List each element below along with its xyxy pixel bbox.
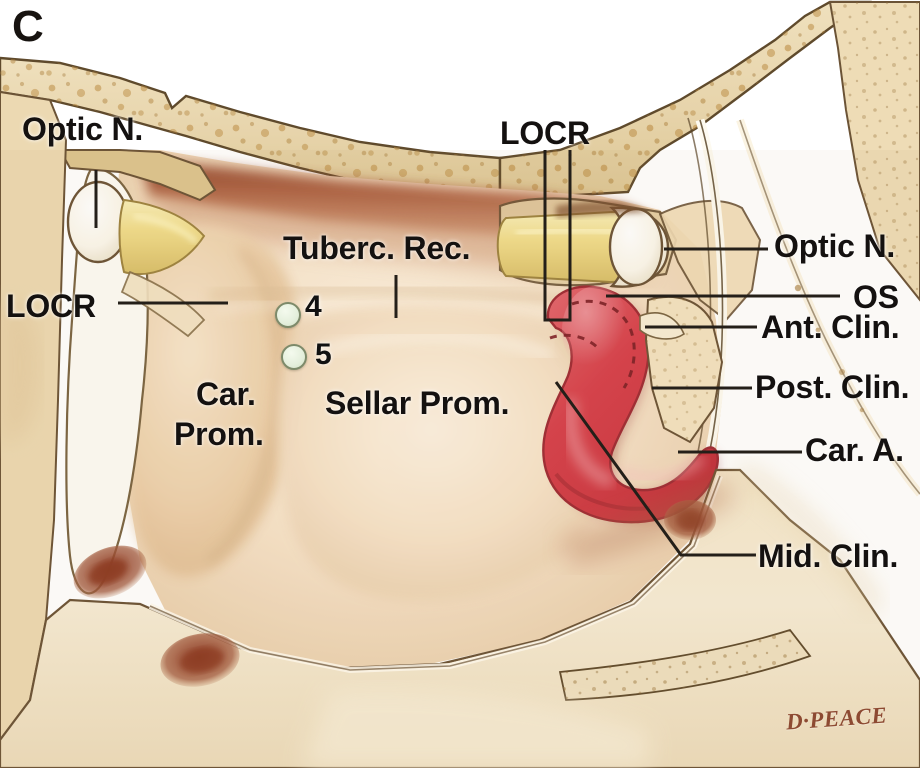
panel-id: C: [12, 2, 44, 51]
label-locr-top: LOCR: [500, 115, 590, 151]
marker-label-5: 5: [315, 338, 332, 371]
bone-mass-right: [828, 1, 920, 302]
cancellous-bone-right: [498, 0, 872, 198]
label-locr-left: LOCR: [6, 288, 96, 324]
label-os: OS: [853, 279, 899, 315]
label-tuberc-rec: Tuberc. Rec.: [283, 230, 471, 266]
label-car-prom-line1: Car.: [196, 376, 256, 412]
optic-nerve-left: [58, 149, 217, 595]
optic-carotid-recess-right: [658, 117, 762, 453]
marker-circle-4: [275, 302, 301, 328]
label-optic-n-left: Optic N.: [22, 111, 144, 147]
floor-shading: [560, 476, 736, 566]
label-ant-clin: Ant. Clin.: [761, 309, 900, 345]
marker-label-4: 4: [305, 290, 322, 323]
clinoid-bone: [639, 296, 724, 444]
label-car-prom-line2: Prom.: [174, 416, 264, 452]
label-sellar-prom: Sellar Prom.: [325, 385, 510, 421]
bone-column-left: [0, 90, 68, 742]
leader-locr-top: [543, 150, 572, 322]
label-mid-clin: Mid. Clin.: [758, 538, 899, 574]
clivus-floor: [0, 463, 920, 768]
label-optic-n-right: Optic N.: [774, 228, 896, 264]
label-car-a: Car. A.: [805, 432, 904, 468]
label-post-clin: Post. Clin.: [755, 369, 910, 405]
lateral-bone-edge-right: [736, 118, 920, 497]
leader-mid-clin: [554, 381, 756, 557]
marker-circle-5: [281, 344, 307, 370]
carotid-artery: [542, 285, 719, 524]
